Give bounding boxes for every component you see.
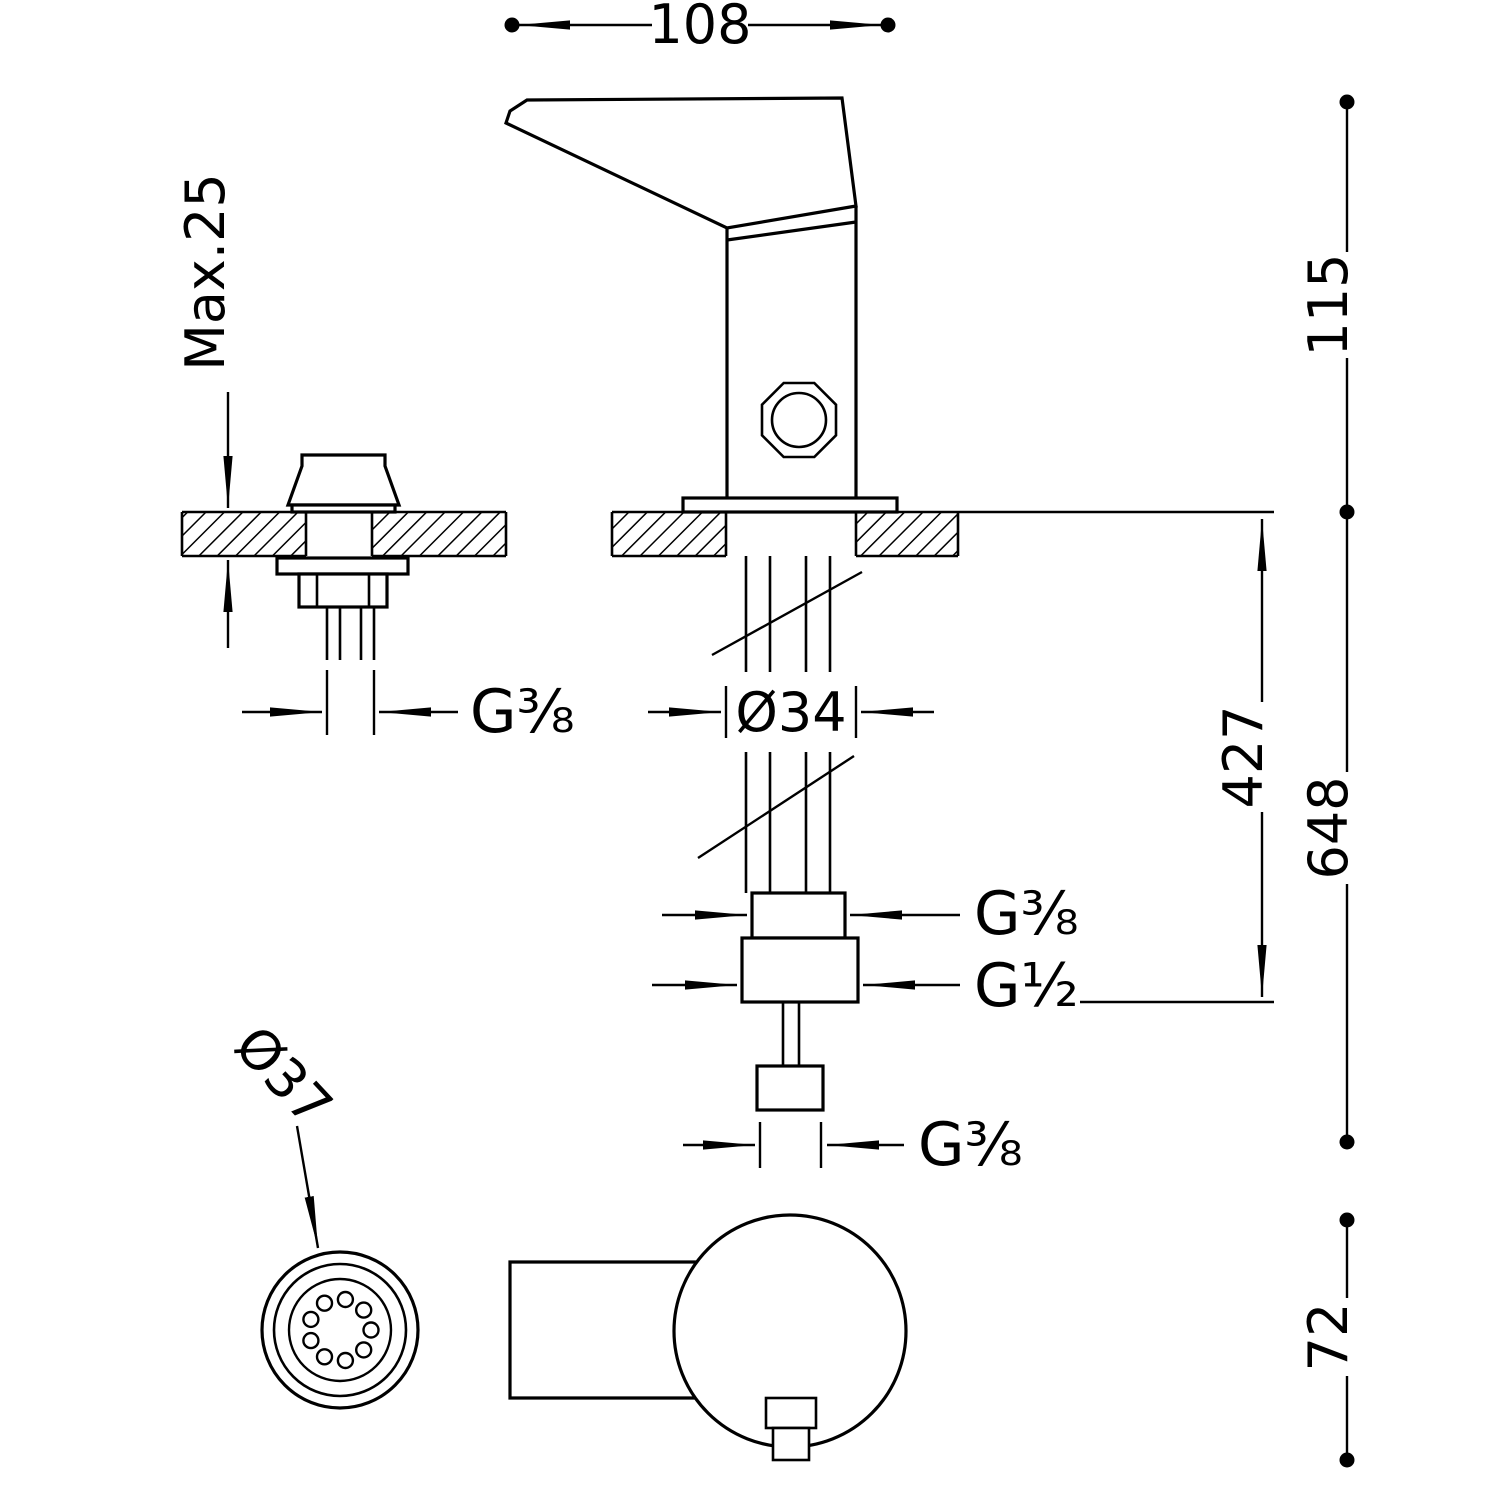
dim-o37-label: Ø37 — [222, 1014, 344, 1138]
faucet-bottom-view — [508, 1213, 908, 1462]
drain-nut — [297, 572, 389, 609]
aerator-outer-circle — [260, 1250, 420, 1410]
faucet-joint-line — [726, 220, 857, 242]
aerator-inner-circle — [287, 1277, 393, 1383]
drain-thread-tails — [325, 607, 376, 660]
dim-dot — [1339, 504, 1355, 520]
dim-g38-hose-label: G⅜ — [974, 879, 1079, 949]
dim-g38-drain-label: G⅜ — [470, 677, 575, 747]
counter-hatch — [182, 512, 306, 556]
drain-washer-plate — [275, 556, 410, 576]
extension-lines — [758, 1122, 823, 1168]
supply-pipes — [697, 556, 863, 893]
dim-width-108-label: 108 — [648, 0, 751, 56]
connector-body — [750, 891, 847, 940]
spout-outlet — [764, 1396, 818, 1430]
dim-648-label: 648 — [1297, 776, 1360, 879]
drain-cap — [285, 453, 402, 507]
break-slash — [697, 754, 855, 860]
extension-lines — [724, 686, 858, 738]
dim-o34: Ø34 — [648, 681, 934, 744]
counter-hatch — [372, 512, 506, 556]
dim-o34-label: Ø34 — [735, 681, 846, 744]
dim-427-label: 427 — [1212, 705, 1275, 808]
leader-arrow — [295, 1125, 320, 1249]
dim-g38-hose-end-label: G⅜ — [918, 1110, 1023, 1180]
hose-end — [755, 1002, 825, 1112]
hose-end-fitting — [755, 1064, 825, 1112]
pipes-lower-segment — [744, 752, 832, 893]
countertop-right — [610, 510, 960, 558]
hose-lines — [781, 1002, 801, 1066]
dim-g38-drain: G⅜ — [242, 670, 575, 747]
faucet-lever — [504, 96, 858, 230]
dim-max25-label: Max.25 — [174, 173, 237, 371]
aerator-bottom-view — [260, 1250, 420, 1410]
dim-648: 648 — [1297, 518, 1360, 1150]
counter-hatch — [856, 512, 958, 556]
counter-hatch — [612, 512, 726, 556]
dim-72: 72 — [1297, 1212, 1360, 1468]
connector-body — [740, 936, 860, 1004]
countertop-left — [180, 510, 508, 558]
faucet-body-sides — [725, 206, 858, 498]
aerator-middle-circle — [272, 1262, 408, 1398]
dim-115: 115 — [1297, 94, 1360, 520]
break-slash — [711, 570, 863, 657]
hose-connector-g38: G⅜ — [662, 879, 1079, 949]
dim-dot — [1339, 1134, 1355, 1150]
dim-427: 427 — [1212, 519, 1275, 997]
dim-g38-hose-end: G⅜ — [683, 1110, 1023, 1180]
dim-115-label: 115 — [1297, 253, 1360, 356]
dim-dot — [504, 17, 520, 33]
faucet-button-circle — [770, 391, 828, 449]
hose-connector-g12: G½ — [652, 936, 1274, 1021]
dim-dot — [1339, 1452, 1355, 1468]
lever-outline-bottom-view — [508, 1260, 697, 1400]
spout-outlet-tip — [771, 1426, 811, 1462]
drain-cap-lip — [290, 503, 397, 514]
dim-max25: Max.25 — [174, 173, 237, 648]
pipes-upper-segment — [744, 556, 832, 672]
aerator-holes — [302, 1290, 380, 1370]
drain-nut-facets — [315, 574, 371, 607]
dim-width-108: 108 — [504, 0, 896, 56]
extension-lines — [325, 670, 376, 735]
counter-outline — [610, 510, 960, 558]
faucet-base-flange — [681, 496, 899, 514]
dim-g12-label: G½ — [974, 951, 1079, 1021]
faucet-side-view — [504, 96, 899, 514]
dim-72-label: 72 — [1297, 1303, 1360, 1372]
dim-dot — [880, 17, 896, 33]
drain-valve-side-view — [275, 453, 410, 660]
dim-o37: Ø37 — [222, 1014, 344, 1249]
